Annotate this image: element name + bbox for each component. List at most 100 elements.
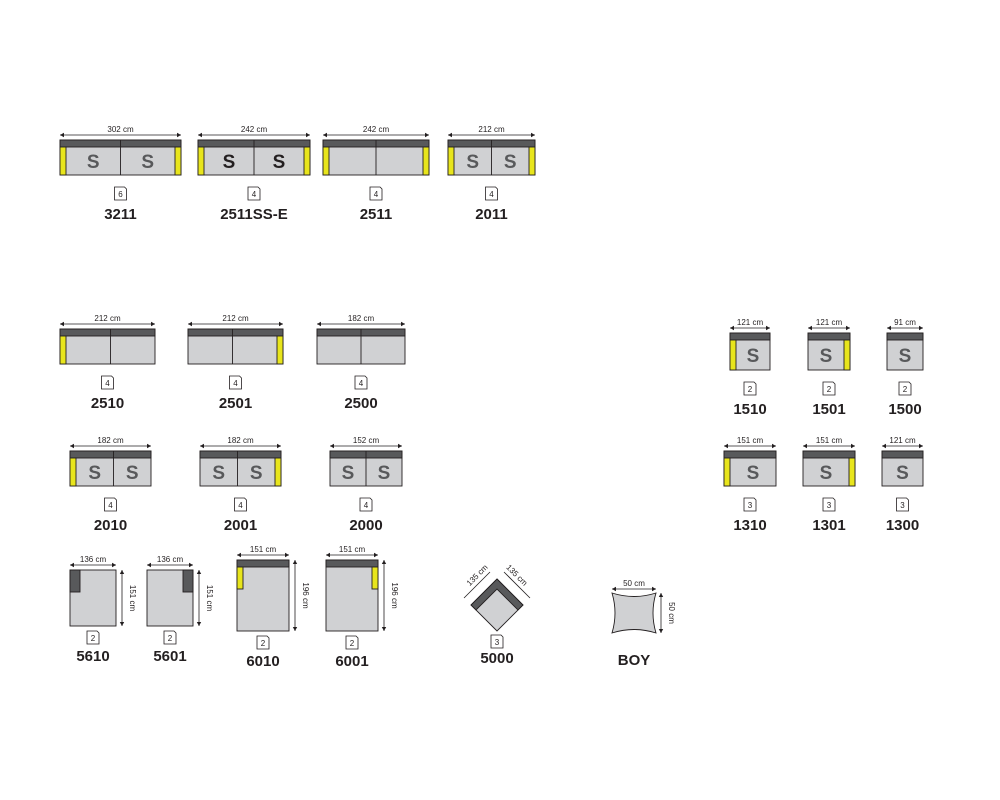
seat-count-number: 3 — [827, 501, 832, 510]
backrest — [325, 559, 379, 568]
chaise-body — [236, 559, 290, 632]
arrow-head-left — [724, 443, 728, 449]
sleeper-seat-letter: S — [820, 463, 833, 484]
width-dimension-label: 121 cm — [737, 318, 764, 327]
arrow-head-left — [730, 325, 734, 331]
width-dimension-label: 182 cm — [348, 314, 375, 323]
arrow-head-right — [772, 443, 776, 449]
arrow-head-left — [188, 321, 192, 327]
arrow-head-left — [882, 443, 886, 449]
backrest — [199, 450, 282, 459]
armrest-left — [729, 339, 737, 371]
module-code: 2511SS-E — [220, 206, 288, 223]
depth-dimension-label: 196 cm — [390, 582, 399, 609]
armrest-right — [276, 335, 284, 365]
module-code: 2500 — [344, 395, 377, 412]
arrow-head-bottom — [196, 622, 202, 626]
backrest — [182, 569, 194, 593]
width-dimension-label: 121 cm — [889, 436, 916, 445]
armrest-left — [236, 566, 244, 590]
arrow-head-right — [766, 325, 770, 331]
sleeper-seat-letter: S — [342, 463, 355, 484]
seat-count-tag — [101, 375, 114, 390]
width-dimension-label: 212 cm — [94, 314, 121, 323]
module-code: 2511 — [360, 206, 393, 223]
seat-count-tag — [743, 497, 757, 512]
backrest — [236, 559, 290, 568]
seat-count-tag — [256, 635, 270, 650]
arrow-head-right — [398, 443, 402, 449]
armrest-left — [723, 457, 731, 487]
arrow-head-left — [237, 552, 241, 558]
module-code: 2001 — [224, 517, 257, 534]
sleeper-seat-letter: S — [504, 152, 517, 173]
seat-count-tag — [354, 375, 368, 390]
backrest — [881, 450, 924, 459]
sleeper-seat-letter: S — [899, 346, 912, 367]
seat-count-number: 4 — [489, 190, 494, 199]
sleeper-seat-letter: S — [747, 346, 760, 367]
seat-count-tag — [163, 630, 177, 645]
seat-count-number: 4 — [105, 379, 110, 388]
arrow-head-right — [919, 325, 923, 331]
seat-count-tag — [743, 381, 757, 396]
armrest-left — [447, 146, 455, 176]
backrest — [59, 328, 156, 337]
module-code: 5610 — [76, 648, 109, 665]
arrow-head-right — [177, 132, 181, 138]
module-code: 6010 — [246, 653, 279, 670]
arrow-head-left — [326, 552, 330, 558]
depth-dimension-label: 151 cm — [128, 585, 137, 612]
sleeper-seat-letter: S — [126, 463, 139, 484]
armrest-right — [843, 339, 851, 371]
module-code: 1300 — [886, 517, 919, 534]
armrest-right — [422, 146, 430, 176]
arrow-head-right — [919, 443, 923, 449]
arrow-head-left — [803, 443, 807, 449]
arrow-head-right — [425, 132, 429, 138]
seat-count-number: 4 — [252, 190, 257, 199]
arrow-head-top — [196, 570, 202, 574]
arrow-head-right — [112, 562, 116, 568]
seat-count-number: 4 — [364, 501, 369, 510]
width-dimension-label: 151 cm — [250, 545, 277, 554]
module-code: 1510 — [733, 401, 766, 418]
module-code: 6001 — [335, 653, 368, 670]
arrow-head-right — [374, 552, 378, 558]
armrest-right — [274, 457, 282, 487]
seat-count-number: 2 — [903, 385, 908, 394]
sofa-module-1510: 121 cm S 2 1510 — [729, 318, 771, 418]
arrow-head-right — [846, 325, 850, 331]
sleeper-seat-letter: S — [223, 152, 236, 173]
module-code: 2510 — [91, 395, 124, 412]
sofa-module-2510: 212 cm 4 2510 — [59, 314, 156, 412]
seat-count-tag — [359, 497, 373, 512]
sleeper-seat-letter: S — [250, 463, 263, 484]
seat-count-number: 4 — [238, 501, 243, 510]
seat-count-tag — [822, 381, 836, 396]
seat-count-number: 6 — [118, 190, 123, 199]
sleeper-seat-letter: S — [820, 346, 833, 367]
sleeper-seat-letter: S — [141, 152, 154, 173]
seat-count-tag — [104, 497, 117, 512]
sleeper-seat-letter: S — [88, 463, 101, 484]
seat-count-number: 2 — [748, 385, 753, 394]
arrow-head-top — [292, 560, 298, 564]
module-code: 2501 — [219, 395, 252, 412]
sleeper-seat-letter: S — [896, 463, 909, 484]
sleeper-seat-letter: S — [87, 152, 100, 173]
module-code: 1500 — [888, 401, 921, 418]
module-code: 1310 — [733, 517, 766, 534]
seat-count-number: 4 — [374, 190, 379, 199]
